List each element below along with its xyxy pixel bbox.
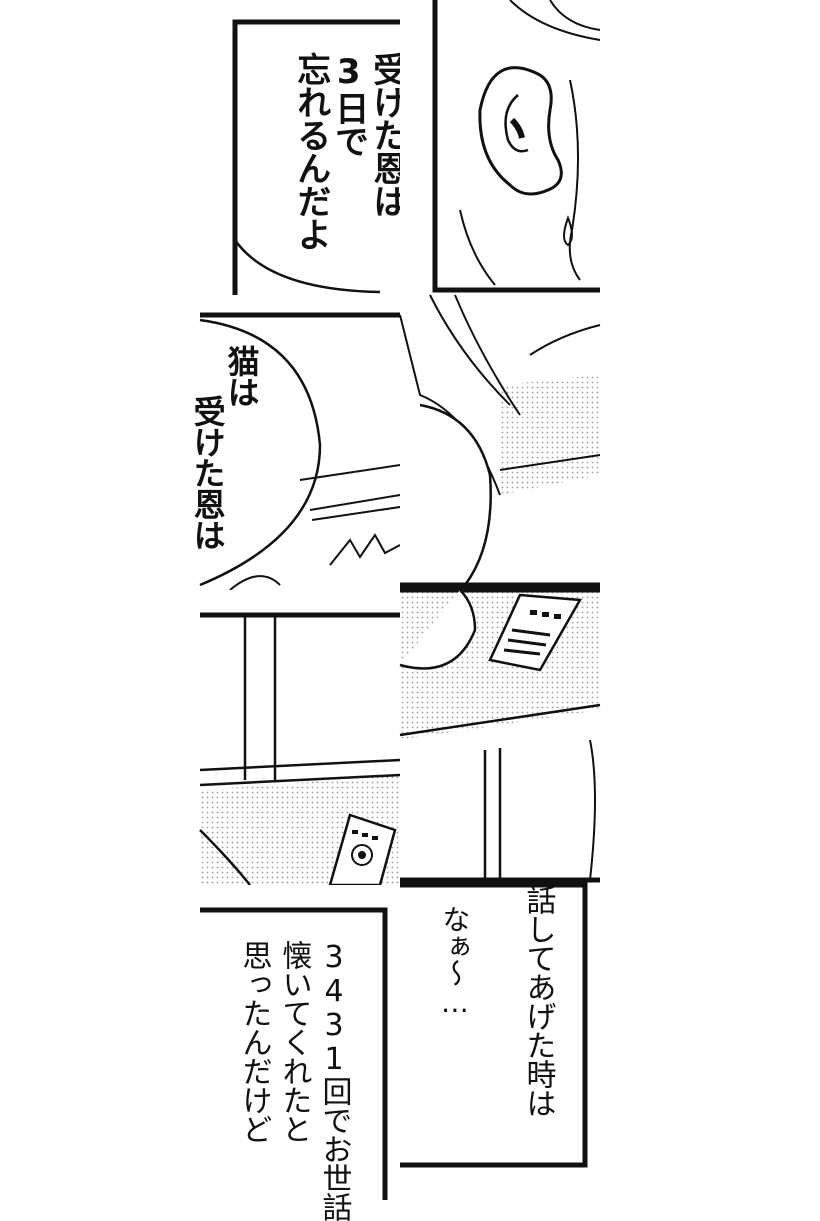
speech-line-3: 忘れるんだよ [290, 52, 331, 250]
narration-line-2: 懐いてくれたと [276, 940, 312, 1143]
table-remote-art-2 [399, 587, 601, 883]
panel-middle-left-art [199, 312, 401, 591]
panel-top-left: 受けた恩は 3日で 忘れるんだよ [200, 0, 407, 295]
panel-bottom-left-frame [200, 907, 388, 1200]
narration-line-5: なぁ〜… [438, 905, 472, 1018]
narration-line-3: 思ったんだけど [236, 940, 272, 1143]
panel-bottom-middle-frame [400, 882, 588, 1168]
panel-bottom-left: 3431回でお世話 懐いてくれたと 思ったんだけど [200, 885, 400, 1221]
panel-middle-left: 猫は 受けた恩は [189, 295, 401, 591]
narration-line-1: 3431回でお世話 [316, 940, 352, 1221]
ear-closeup-art [432, 0, 601, 293]
speech-line-1: 受けた恩は [366, 52, 407, 217]
tv-remote-icon [488, 593, 583, 672]
speech-line-cut: 受けた恩は [188, 395, 227, 550]
panel-bottom-middle: 話してあげた時は なぁ〜… [400, 882, 600, 1200]
table-remote-art [199, 612, 401, 887]
speech-line-2: 3日で [328, 52, 369, 157]
narration-line-4: 話してあげた時は [520, 885, 556, 1117]
speech-line-cat: 猫は [222, 345, 261, 407]
panel-lower-left [199, 590, 401, 887]
panel-top-left-art [232, 19, 400, 295]
hair-shoulder-art [399, 294, 601, 588]
panel-middle-right [399, 294, 601, 590]
panel-lower-right [399, 587, 601, 885]
panel-top-right [400, 0, 601, 295]
